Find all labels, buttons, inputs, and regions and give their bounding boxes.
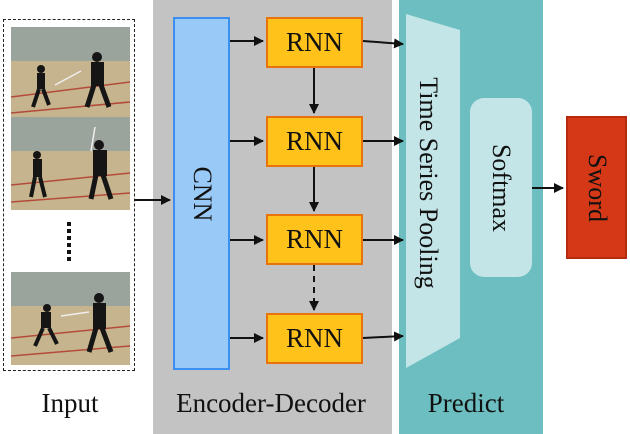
- video-frame-2: [11, 117, 130, 210]
- video-frame-3: [11, 272, 130, 365]
- arrow-rnn-1-to-pooling: [362, 38, 404, 49]
- time-series-pooling-block: [406, 14, 460, 368]
- ellipsis-dots-icon: [67, 222, 71, 261]
- rnn-block-4: RNN: [266, 313, 363, 364]
- section-label-encoder-decoder: Encoder-Decoder: [176, 388, 366, 418]
- time-series-pooling-label: Time Series Pooling: [414, 77, 443, 289]
- cnn-block: CNN: [173, 17, 230, 370]
- rnn-block-1: RNN: [266, 17, 363, 68]
- section-label-predict: Predict: [427, 388, 505, 418]
- output-class-block: Sword: [566, 116, 627, 259]
- rnn-block-3: RNN: [266, 214, 363, 265]
- rnn-block-2: RNN: [266, 116, 363, 167]
- output-class-label: Sword: [582, 153, 612, 222]
- softmax-block: Softmax: [470, 98, 532, 277]
- input-frames-container: [3, 19, 135, 371]
- video-frame-1: [11, 27, 130, 120]
- section-label-input: Input: [41, 388, 99, 418]
- softmax-label: Softmax: [487, 143, 516, 232]
- arrow-rnn-4-to-pooling: [362, 331, 404, 342]
